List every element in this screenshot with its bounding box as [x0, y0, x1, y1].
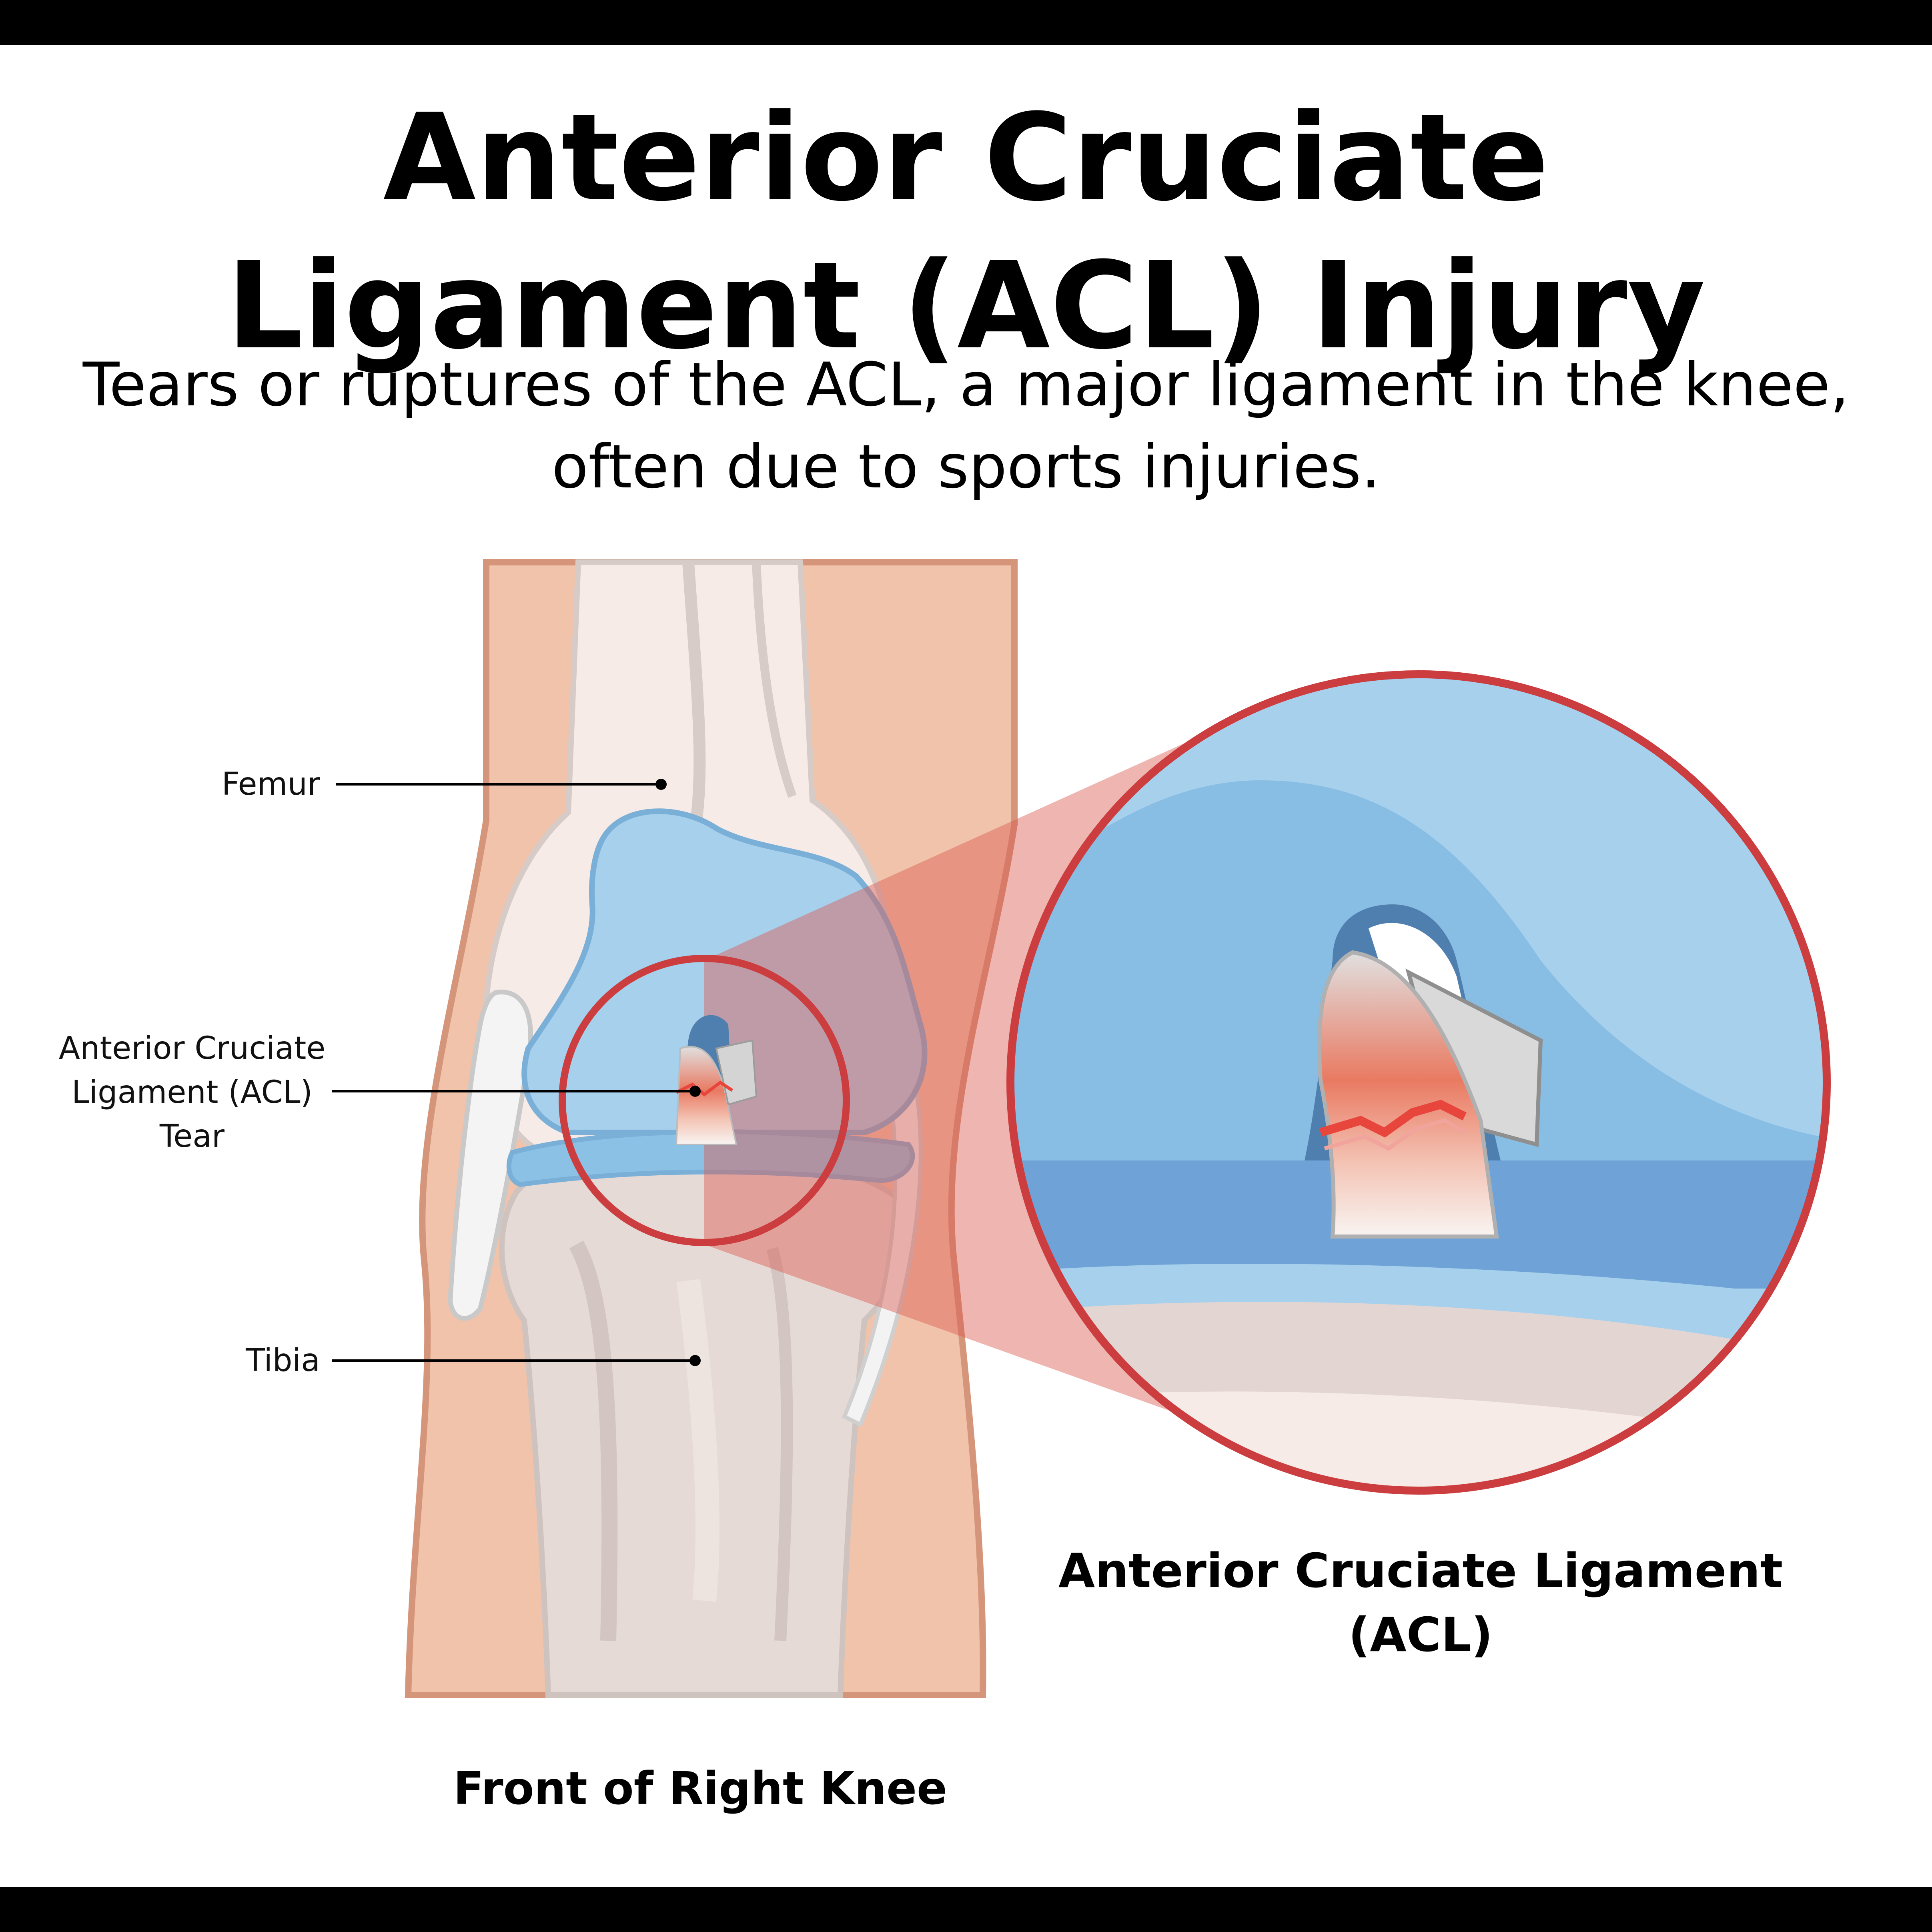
acl-tear-label-line1: Anterior Cruciate [58, 1030, 326, 1066]
tibia-bone [499, 1161, 911, 1698]
small-highlight-ring [559, 955, 850, 1246]
acl-caption-line1: Anterior Cruciate Ligament [1058, 1543, 1783, 1598]
meniscus-small [506, 808, 928, 1187]
bottom-border [0, 1887, 1932, 1932]
acl-caption-line2: (ACL) [1348, 1607, 1493, 1662]
label-leaders [332, 779, 701, 1366]
top-border [0, 0, 1932, 45]
page-title-line1: Anterior Cruciate [383, 88, 1549, 228]
subtitle-line2: often due to sports injuries. [551, 432, 1381, 502]
large-highlight-ring [1006, 670, 1831, 1495]
acl-tear-label-line3: Tear [159, 1118, 225, 1154]
tibia-label: Tibia [246, 1343, 320, 1379]
small-acl-detail [675, 1015, 758, 1145]
zoom-circle-content [1010, 674, 1827, 1491]
subtitle-line1: Tears or ruptures of the ACL, a major li… [82, 350, 1850, 420]
knee-caption: Front of Right Knee [453, 1763, 947, 1815]
femur-label: Femur [221, 766, 320, 802]
page-title-line2: Ligament (ACL) Injury [226, 236, 1706, 376]
acl-tear-label-line2: Ligament (ACL) [72, 1074, 313, 1110]
